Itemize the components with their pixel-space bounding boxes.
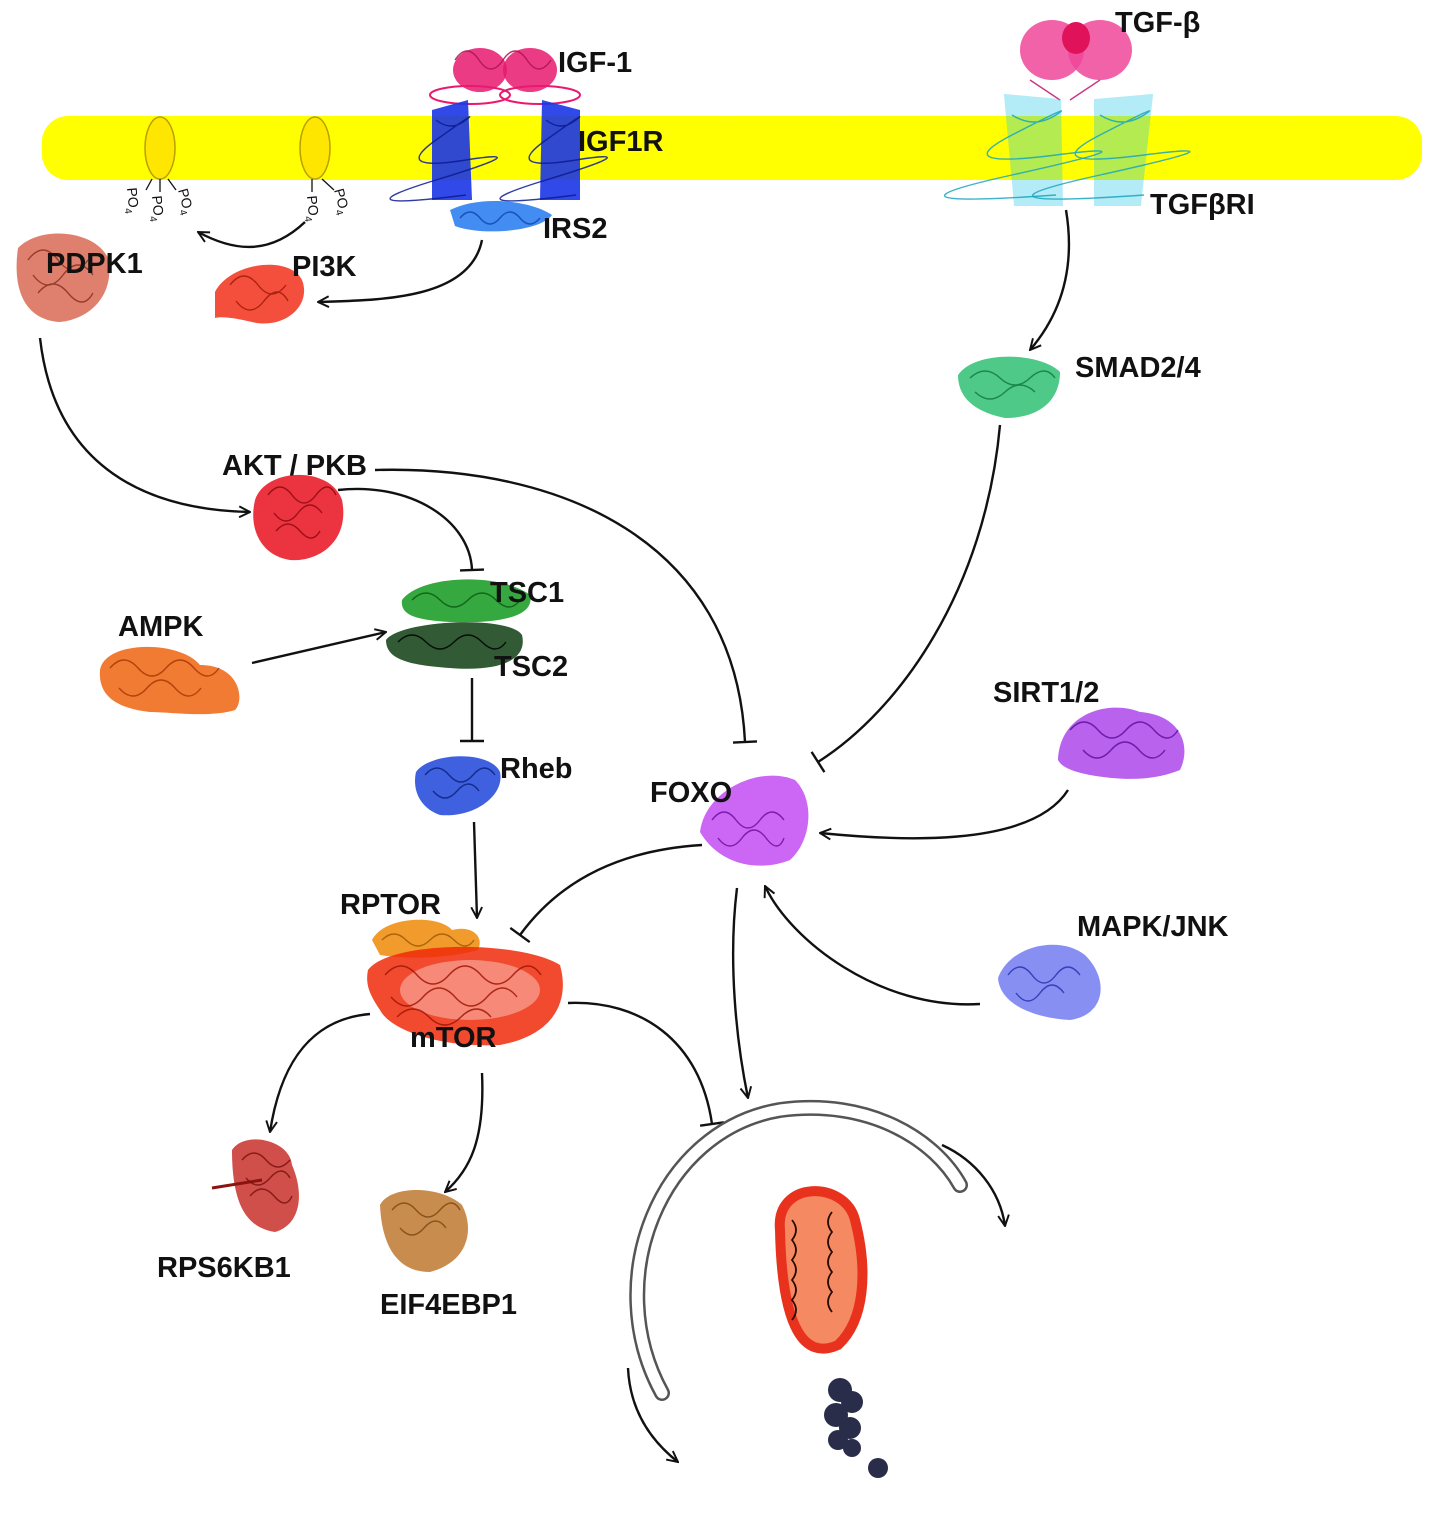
protein-labels: IGF-1 IGF1R IRS2 TGF-β TGFβRI PDPK1 PI3K… <box>46 7 1255 1321</box>
igf1-ligand <box>429 48 581 105</box>
tgfb-ligand <box>1020 20 1132 101</box>
phospholipid-right <box>299 116 335 192</box>
label-ampk: AMPK <box>118 611 203 643</box>
edge-ampk-to-tsc <box>251 632 386 665</box>
label-foxo: FOXO <box>650 777 732 809</box>
edge-phagophore-closure <box>626 1367 678 1462</box>
label-rptor: RPTOR <box>340 889 441 921</box>
label-sirt: SIRT1/2 <box>993 677 1099 709</box>
label-irs2: IRS2 <box>543 213 607 245</box>
igf1r-receptor <box>389 100 608 202</box>
phosphate-label: PO4 <box>327 187 353 218</box>
label-tgfb: TGF-β <box>1115 7 1200 39</box>
protein-aggregate <box>824 1378 888 1478</box>
label-rheb: Rheb <box>500 753 573 785</box>
edge-tgfbri-to-smad <box>1030 209 1071 350</box>
edge-mtor-to-eif4ebp1 <box>445 1072 484 1192</box>
phosphate-groups: PO4 PO4 PO4 PO4 PO4 <box>120 187 353 223</box>
autophagosome <box>626 1099 1005 1462</box>
edge-foxo-inhibits-mtor <box>509 843 703 944</box>
edge-smad-inhibits-foxo <box>810 424 1002 773</box>
edge-pi3k-to-pdpk1 <box>198 221 306 249</box>
pathway-edges <box>38 209 1071 1192</box>
mapk-protein <box>998 944 1101 1020</box>
phosphate-label: PO4 <box>120 187 142 215</box>
label-tsc1: TSC1 <box>490 577 564 609</box>
pi3k-protein <box>215 264 305 324</box>
edge-rheb-to-mtor <box>474 821 477 918</box>
edge-akt-inhibits-foxo <box>374 468 758 744</box>
edge-pdpk1-to-akt <box>38 337 250 512</box>
foxo-protein <box>700 775 809 866</box>
label-rps6kb1: RPS6KB1 <box>157 1252 291 1284</box>
phosphate-label: PO4 <box>145 195 167 223</box>
edge-sirt-to-foxo <box>820 789 1070 838</box>
label-pdpk1: PDPK1 <box>46 248 143 280</box>
rheb-protein <box>415 756 501 816</box>
tsc2-protein <box>386 622 523 669</box>
phosphate-label: PO4 <box>171 187 197 218</box>
edge-mtor-inhibits-autophagy <box>567 1001 725 1127</box>
label-tgfbri: TGFβRI <box>1150 189 1255 221</box>
tgfbri-receptor <box>943 93 1191 206</box>
irs2-adaptor <box>450 200 552 232</box>
tsc1-protein <box>401 579 531 623</box>
edge-foxo-to-autophagy <box>731 887 748 1098</box>
cell-membrane <box>42 116 1422 180</box>
label-tsc2: TSC2 <box>494 651 568 683</box>
edge-irs2-to-pi3k <box>318 239 484 302</box>
edge-phagophore-expansion <box>941 1143 1005 1226</box>
pdpk1-protein <box>16 233 110 322</box>
sirt-protein <box>1058 707 1185 779</box>
label-mapk: MAPK/JNK <box>1077 911 1229 943</box>
edge-akt-inhibits-tsc <box>337 487 485 572</box>
ampk-protein <box>99 646 240 715</box>
label-mtor: mTOR <box>410 1022 497 1054</box>
label-igf1: IGF-1 <box>558 47 632 79</box>
phospholipid-left <box>144 116 177 192</box>
rps6kb1-protein <box>211 1139 299 1232</box>
label-eif4ebp1: EIF4EBP1 <box>380 1289 517 1321</box>
label-pi3k: PI3K <box>292 251 357 283</box>
label-smad: SMAD2/4 <box>1075 352 1201 384</box>
edge-mapk-to-foxo <box>765 886 981 1006</box>
mtor-protein <box>367 946 563 1046</box>
edge-mtor-to-rps6kb1 <box>270 1012 371 1132</box>
label-igf1r: IGF1R <box>578 126 663 158</box>
akt-protein <box>253 474 344 561</box>
smad-protein <box>958 356 1060 418</box>
mitochondrion <box>774 1186 868 1354</box>
label-akt: AKT / PKB <box>222 450 367 482</box>
phosphate-label: PO4 <box>300 195 322 223</box>
eif4ebp1-protein <box>380 1190 469 1272</box>
